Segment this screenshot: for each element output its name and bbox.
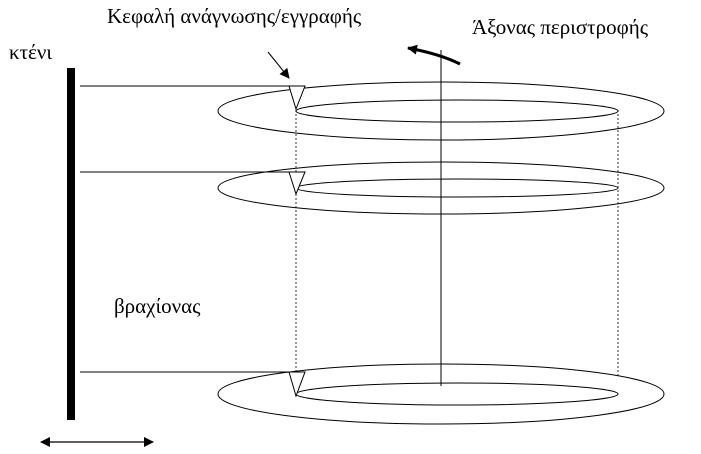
rotation-arrow <box>407 44 461 66</box>
axis-label: Άξονας περιστροφής <box>472 15 649 39</box>
arm-label: βραχίονας <box>114 294 201 318</box>
head-pointer-arrow <box>267 51 290 79</box>
comb-bar <box>67 68 75 420</box>
read-write-head-bottom <box>288 371 306 398</box>
head-label: Κεφαλή ανάγνωσης/εγγραφής <box>107 4 362 28</box>
comb-label: κτένι <box>9 40 52 64</box>
read-write-head-middle <box>288 171 306 196</box>
read-write-head-top <box>288 85 306 111</box>
